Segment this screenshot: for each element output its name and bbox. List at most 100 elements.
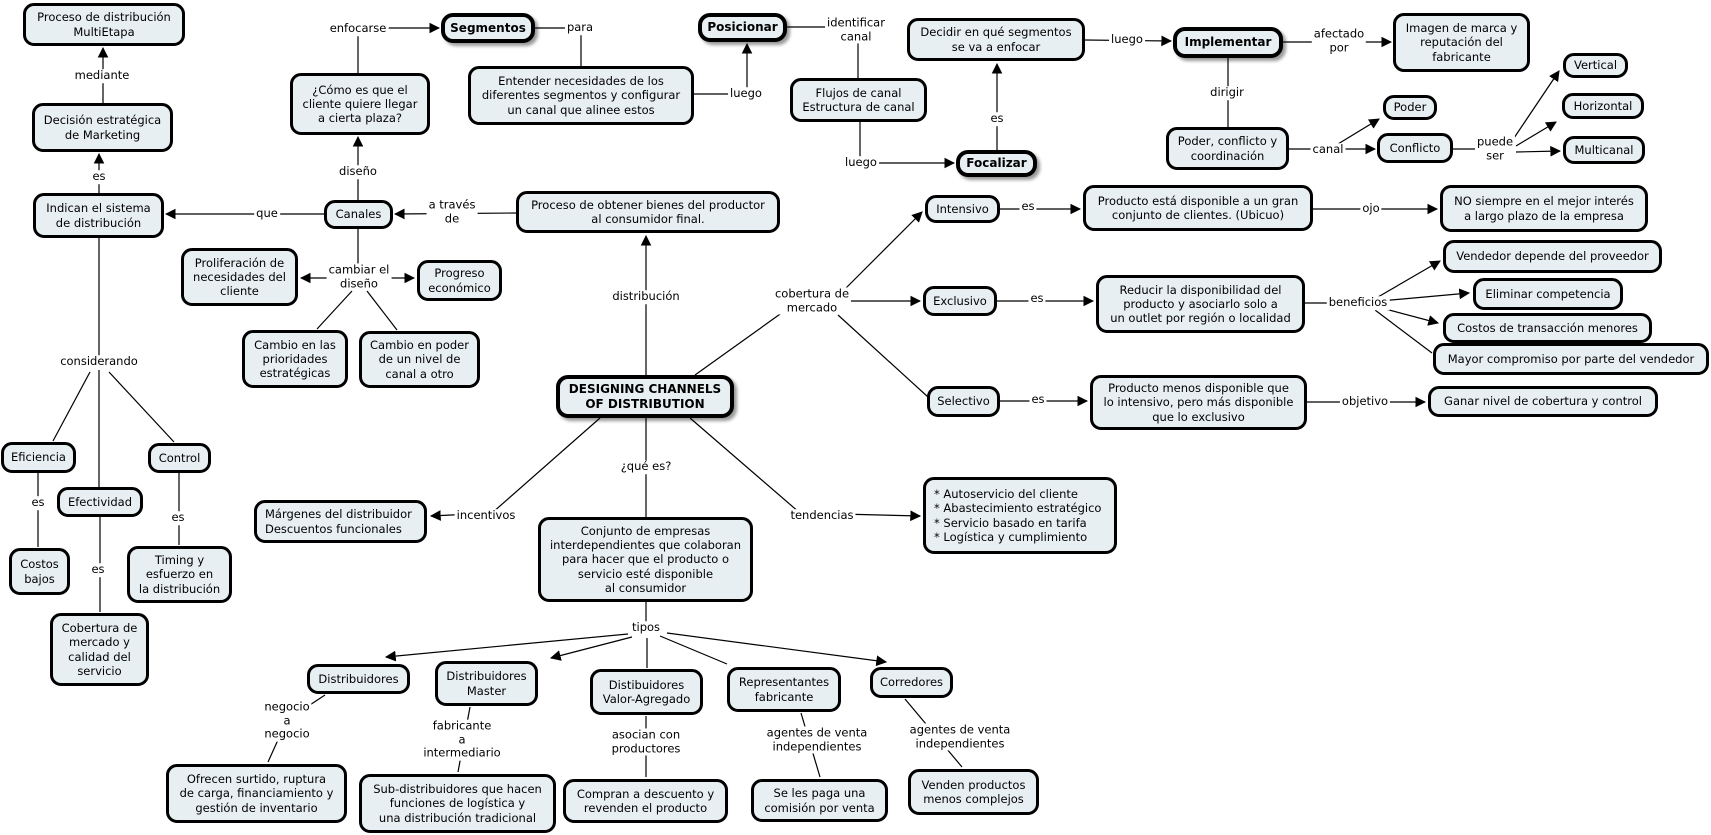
connector-line bbox=[666, 632, 888, 667]
flujos-canal-node[interactable]: Flujos de canal Estructura de canal bbox=[790, 78, 927, 122]
connector-line bbox=[316, 290, 353, 330]
connector-line bbox=[1515, 121, 1557, 147]
connector-line bbox=[108, 371, 175, 443]
cambio-poder-nivel-node[interactable]: Cambio en poder de un nivel de canal a o… bbox=[359, 331, 480, 388]
link-phrase-label: ¿qué es? bbox=[618, 459, 674, 474]
link-phrase-label: es bbox=[1029, 392, 1047, 407]
indican-sistema-node[interactable]: Indican el sistema de distribución bbox=[33, 193, 164, 238]
link-phrase-label: dirigir bbox=[1208, 85, 1246, 100]
link-phrase-label: puede ser bbox=[1474, 134, 1516, 163]
conjunto-empresas-node[interactable]: Conjunto de empresas interdependientes q… bbox=[538, 517, 753, 602]
eliminar-competencia-node[interactable]: Eliminar competencia bbox=[1473, 278, 1623, 310]
posicionar-node[interactable]: Posicionar bbox=[698, 13, 787, 42]
poder-conflicto-coordinacion-node[interactable]: Poder, conflicto y coordinación bbox=[1166, 127, 1289, 170]
link-phrase-label: asocian con productores bbox=[609, 727, 683, 756]
link-phrase-label: enfocarse bbox=[327, 21, 389, 36]
control-node[interactable]: Control bbox=[148, 443, 211, 473]
connector-line bbox=[1511, 70, 1560, 142]
decidir-segmentos-node[interactable]: Decidir en qué segmentos se va a enfocar bbox=[907, 18, 1085, 61]
horizontal-node[interactable]: Horizontal bbox=[1562, 93, 1644, 119]
ofrecen-surtido-node[interactable]: Ofrecen surtido, ruptura de carga, finan… bbox=[166, 764, 347, 823]
link-phrase-label: canal bbox=[1310, 142, 1346, 157]
connector-line bbox=[837, 314, 929, 398]
implementar-node[interactable]: Implementar bbox=[1173, 27, 1283, 58]
producto-menos-disponible-node[interactable]: Producto menos disponible que lo intensi… bbox=[1090, 375, 1307, 430]
link-phrase-label: para bbox=[564, 20, 596, 35]
link-phrase-label: agentes de venta independientes bbox=[907, 722, 1013, 751]
link-phrase-label: luego bbox=[728, 86, 764, 101]
link-phrase-label: identificar canal bbox=[825, 15, 887, 44]
decision-estrategica-node[interactable]: Decisión estratégica de Marketing bbox=[32, 103, 173, 152]
link-phrase-label: distribución bbox=[610, 289, 682, 304]
link-phrase-label: luego bbox=[1109, 32, 1145, 47]
eficiencia-node[interactable]: Eficiencia bbox=[1, 442, 76, 473]
link-phrase-label: afectado por bbox=[1311, 26, 1367, 55]
connector-line bbox=[1337, 118, 1380, 145]
link-phrase-label: cobertura de mercado bbox=[772, 286, 852, 315]
no-siempre-interes-node[interactable]: NO siempre en el mejor interés a largo p… bbox=[1440, 185, 1648, 232]
imagen-marca-node[interactable]: Imagen de marca y reputación del fabrica… bbox=[1393, 13, 1530, 72]
proceso-obtener-node[interactable]: Proceso de obtener bienes del productor … bbox=[516, 191, 780, 233]
segmentos-node[interactable]: Segmentos bbox=[441, 13, 535, 43]
cobertura-calidad-node[interactable]: Cobertura de mercado y calidad del servi… bbox=[50, 613, 149, 686]
ganar-cobertura-control-node[interactable]: Ganar nivel de cobertura y control bbox=[1428, 386, 1658, 417]
se-les-paga-node[interactable]: Se les paga una comisión por venta bbox=[751, 779, 888, 822]
link-phrase-label: a través de bbox=[426, 197, 478, 226]
conflicto-node[interactable]: Conflicto bbox=[1377, 133, 1453, 163]
designing-channels-node[interactable]: DESIGNING CHANNELS OF DISTRIBUTION bbox=[556, 375, 734, 418]
tendencias-lista-node[interactable]: * Autoservicio del cliente * Abastecimie… bbox=[923, 477, 1117, 554]
connector-line bbox=[549, 636, 633, 661]
cambio-prioridades-node[interactable]: Cambio en las prioridades estratégicas bbox=[242, 330, 348, 388]
margenes-descuentos-node[interactable]: Márgenes del distribuidor Descuentos fun… bbox=[254, 500, 427, 543]
connector-line bbox=[694, 306, 791, 376]
distribuidores-master-node[interactable]: Distribuidores Master bbox=[435, 661, 538, 706]
costos-transaccion-node[interactable]: Costos de transacción menores bbox=[1443, 313, 1652, 343]
connector-line bbox=[689, 417, 922, 522]
vendedor-depende-node[interactable]: Vendedor depende del proveedor bbox=[1443, 240, 1662, 273]
connector-line bbox=[659, 635, 728, 665]
link-phrase-label: agentes de venta independientes bbox=[764, 725, 870, 754]
multicanal-node[interactable]: Multicanal bbox=[1563, 136, 1645, 164]
poder-node[interactable]: Poder bbox=[1383, 95, 1437, 120]
representantes-fabricante-node[interactable]: Representantes fabricante bbox=[727, 667, 841, 712]
link-phrase-label: es bbox=[90, 169, 108, 184]
intensivo-node[interactable]: Intensivo bbox=[925, 195, 1000, 223]
link-phrase-label: beneficios bbox=[1326, 295, 1390, 310]
timing-esfuerzo-node[interactable]: Timing y esfuerzo en la distribución bbox=[127, 546, 232, 603]
venden-productos-node[interactable]: Venden productos menos complejos bbox=[908, 769, 1039, 815]
canales-node[interactable]: Canales bbox=[324, 200, 393, 229]
proliferacion-necesidades-node[interactable]: Proliferación de necesidades del cliente bbox=[181, 248, 298, 306]
exclusivo-node[interactable]: Exclusivo bbox=[923, 286, 997, 316]
distibuidores-valor-agregado-node[interactable]: Distibuidores Valor-Agregado bbox=[590, 669, 703, 715]
link-phrase-label: luego bbox=[843, 155, 879, 170]
link-phrase-label: que bbox=[254, 206, 280, 221]
producto-disponible-gran-node[interactable]: Producto está disponible a un gran conju… bbox=[1083, 185, 1313, 231]
entender-necesidades-node[interactable]: Entender necesidades de los diferentes s… bbox=[468, 66, 694, 125]
distribuidores-node[interactable]: Distribuidores bbox=[307, 664, 410, 694]
link-phrase-label: tendencias bbox=[788, 508, 856, 523]
link-phrase-label: considerando bbox=[58, 354, 140, 369]
connector-line bbox=[366, 290, 398, 331]
link-phrase-label: incentivos bbox=[454, 508, 518, 523]
focalizar-node[interactable]: Focalizar bbox=[956, 150, 1037, 177]
corredores-node[interactable]: Corredores bbox=[870, 667, 953, 698]
compran-descuento-node[interactable]: Compran a descuento y revenden el produc… bbox=[563, 779, 728, 823]
efectividad-node[interactable]: Efectividad bbox=[57, 487, 143, 517]
link-phrase-label: cambiar el diseño bbox=[326, 262, 392, 291]
costos-bajos-node[interactable]: Costos bajos bbox=[9, 548, 70, 595]
reducir-disponibilidad-node[interactable]: Reducir la disponibilidad del producto y… bbox=[1096, 275, 1305, 333]
link-phrase-label: es bbox=[1019, 199, 1037, 214]
mayor-compromiso-node[interactable]: Mayor compromiso por parte del vendedor bbox=[1433, 343, 1709, 375]
link-phrase-label: es bbox=[29, 495, 47, 510]
selectivo-node[interactable]: Selectivo bbox=[927, 386, 1000, 417]
como-cliente-plaza-node[interactable]: ¿Cómo es que el cliente quiere llegar a … bbox=[290, 73, 430, 135]
link-phrase-label: es bbox=[89, 562, 107, 577]
link-phrase-label: ojo bbox=[1360, 201, 1382, 216]
progreso-economico-node[interactable]: Progreso económico bbox=[417, 260, 502, 301]
sub-distribuidores-node[interactable]: Sub-distribuidores que hacen funciones d… bbox=[359, 774, 556, 833]
link-phrase-label: es bbox=[988, 111, 1006, 126]
proceso-multietapa-node[interactable]: Proceso de distribución MultiEtapa bbox=[23, 3, 185, 46]
vertical-node[interactable]: Vertical bbox=[1563, 53, 1628, 78]
